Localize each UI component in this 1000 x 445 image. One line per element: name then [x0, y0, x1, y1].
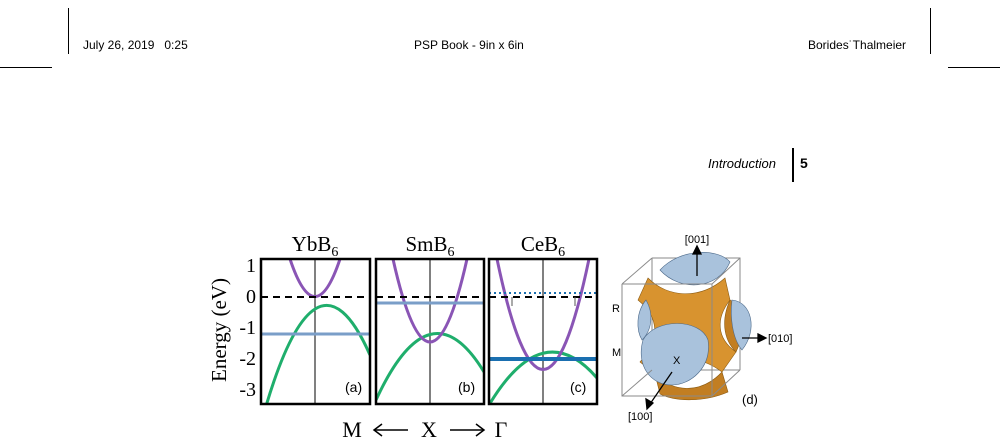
header-date: July 26, 2019 0:25: [83, 38, 188, 52]
fermi-surface-figure: [001] [010] [100] R M X (d): [612, 234, 792, 423]
pocket-front: [641, 323, 709, 386]
y-axis-label: Energy (eV): [207, 278, 231, 382]
point-m-label: M: [612, 347, 621, 359]
fermi-surface-blue: [637, 252, 752, 386]
header-right-margin-line: [948, 67, 1000, 68]
cube-front-edges: [621, 257, 741, 397]
header-left-vertical-rule: [68, 8, 69, 54]
axis-arrows: [645, 244, 768, 411]
axis-010-label: [010]: [768, 333, 792, 345]
panel-b-valence-band: [376, 332, 484, 401]
panel-a-valence-band: [265, 303, 370, 404]
panel-c: (c): [487, 257, 599, 406]
header-book-title: PSP Book - 9in x 6in: [414, 38, 524, 52]
running-head-section: Introduction: [708, 156, 776, 171]
panel-c-conduction-band: [495, 259, 591, 371]
panel-b-conduction-band: [391, 259, 469, 344]
band-structure-figure: Energy (eV) 1 0 -1 -2 -3 YbB6 SmB6 CeB6 …: [207, 232, 599, 442]
header-left-margin-line: [0, 67, 52, 68]
path-label-m: M: [342, 417, 362, 442]
point-r-label: R: [612, 303, 620, 315]
panel-a-tag: (a): [345, 379, 362, 395]
pocket-left: [637, 299, 652, 341]
panel-a: (a): [259, 257, 372, 406]
panel-b: (b): [374, 257, 486, 406]
header-right-vertical-rule: [930, 8, 931, 54]
momentum-path: M X Γ: [342, 417, 507, 442]
header-author: Borides˙Thalmeier: [808, 38, 907, 52]
pocket-top: [659, 252, 731, 286]
panel-a-title: YbB6: [292, 232, 339, 260]
y-tick-0: 0: [246, 286, 256, 308]
point-x-label: X: [673, 355, 681, 367]
panel-c-title: CeB6: [521, 232, 565, 260]
axis-001-label: [001]: [685, 234, 709, 246]
y-tick-minus-2: -2: [239, 348, 256, 370]
y-tick-1: 1: [246, 255, 256, 277]
panel-a-frame: [259, 257, 372, 406]
panel-b-title: SmB6: [405, 232, 454, 260]
y-tick-minus-1: -1: [239, 317, 256, 339]
running-head-divider: [792, 148, 794, 182]
panel-b-frame: [374, 257, 486, 406]
path-label-x: X: [421, 417, 437, 442]
panel-c-valence-band: [489, 350, 597, 404]
panel-c-tag: (c): [570, 379, 586, 395]
axis-100-label: [100]: [628, 411, 652, 423]
panel-c-frame: [487, 257, 599, 406]
running-head-page-number: 5: [800, 155, 808, 171]
panel-b-tag: (b): [458, 379, 475, 395]
path-label-gamma: Γ: [495, 417, 508, 442]
panel-d-tag: (d): [742, 392, 758, 407]
y-tick-minus-3: -3: [239, 379, 256, 401]
